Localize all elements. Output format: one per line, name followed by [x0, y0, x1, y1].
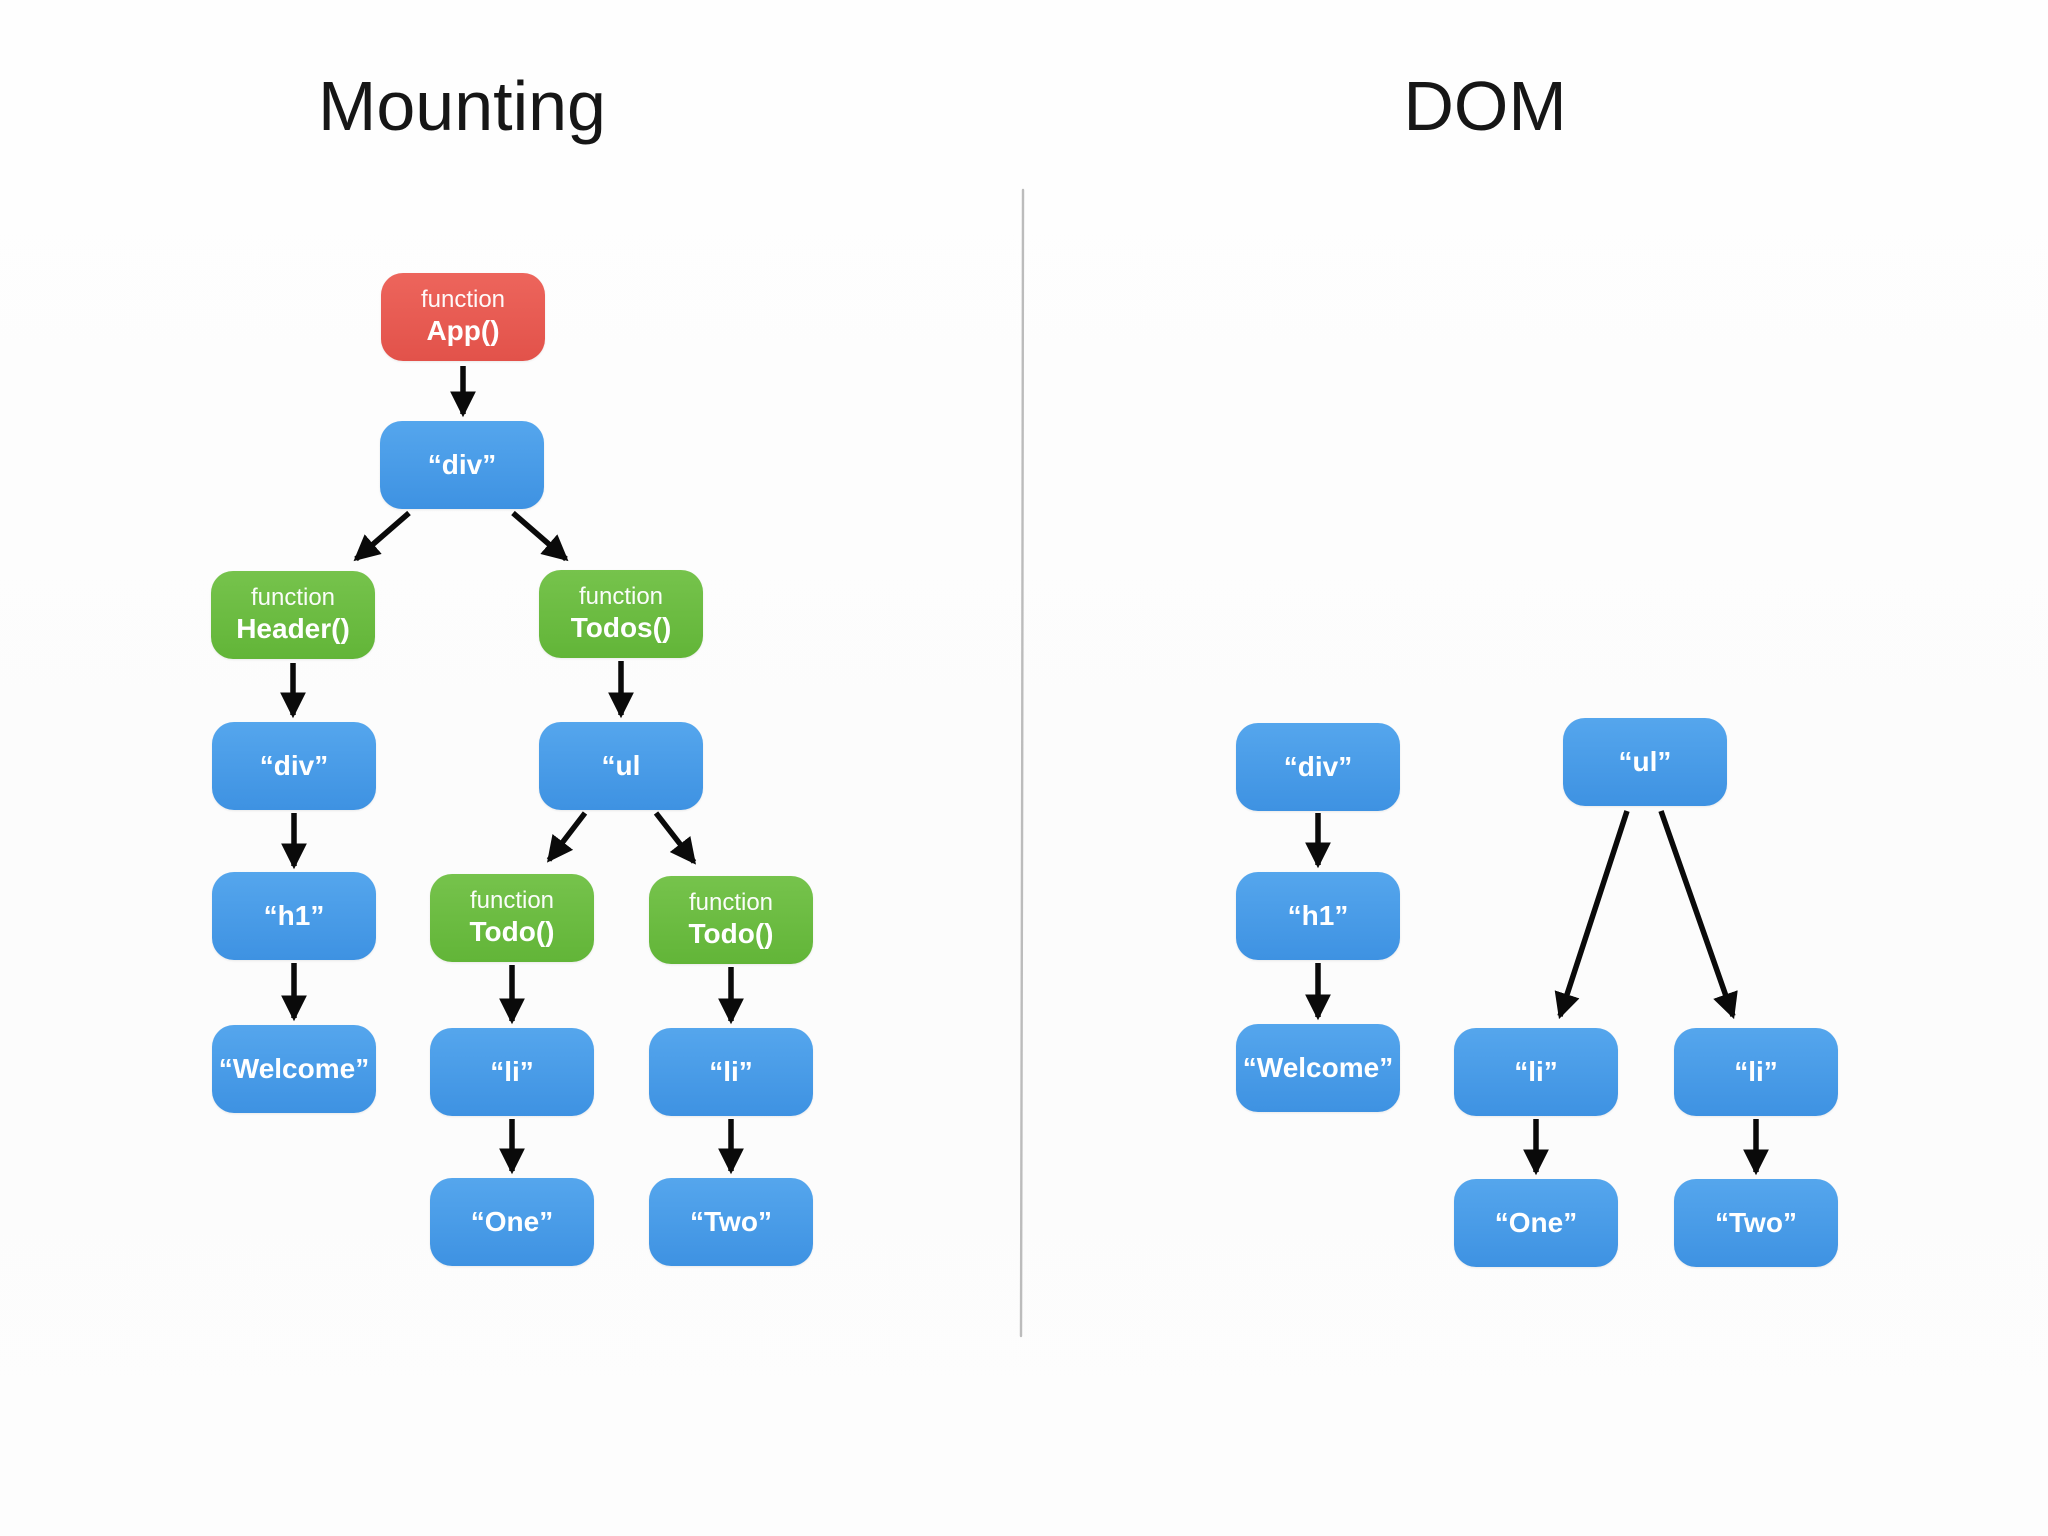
node-label: “ul”: [1618, 745, 1672, 777]
edge-ul-todo1: [546, 811, 588, 863]
node-label: “li”: [490, 1055, 534, 1087]
node-label: “ul: [601, 749, 641, 781]
edge-ul-todo2: [653, 811, 697, 865]
node-label: “Welcome”: [218, 1052, 370, 1084]
node-function-todo-1: function Todo(): [430, 874, 594, 962]
mounting-title: Mounting: [318, 67, 606, 145]
node-welcome: “Welcome”: [212, 1025, 376, 1113]
node-div: “div”: [212, 722, 376, 810]
node-li-2: “li”: [649, 1028, 813, 1116]
node-label: “Two”: [690, 1205, 772, 1237]
dom-edge-ul-li2: [1658, 810, 1738, 1020]
node-label: Header(): [236, 613, 350, 645]
edge-div-header: [353, 510, 411, 562]
node-div-root: “div”: [380, 421, 544, 509]
node-label: function: [250, 583, 336, 611]
node-ul: “ul: [539, 722, 703, 810]
node-label: function: [469, 886, 555, 914]
node-function-app: function App(): [381, 273, 545, 361]
dom-node-ul: “ul”: [1563, 718, 1727, 806]
node-label: Todo(): [688, 918, 774, 950]
node-li-1: “li”: [430, 1028, 594, 1116]
dom-node-welcome: “Welcome”: [1236, 1024, 1400, 1112]
node-two: “Two”: [649, 1178, 813, 1266]
divider-line: [1019, 188, 1025, 1338]
dom-node-h1: “h1”: [1236, 872, 1400, 960]
node-label: Todos(): [570, 612, 672, 644]
node-function-todo-2: function Todo(): [649, 876, 813, 964]
node-function-todos: function Todos(): [539, 570, 703, 658]
node-label: function: [688, 888, 774, 916]
node-label: “One”: [470, 1205, 554, 1237]
node-label: “Two”: [1715, 1206, 1797, 1238]
node-label: “li”: [1514, 1055, 1558, 1087]
dom-node-one: “One”: [1454, 1179, 1618, 1267]
dom-node-div: “div”: [1236, 723, 1400, 811]
node-one: “One”: [430, 1178, 594, 1266]
node-label: “div”: [259, 749, 329, 781]
node-label: “div”: [1283, 750, 1353, 782]
node-label: function: [420, 285, 506, 313]
dom-edge-ul-li1: [1554, 810, 1630, 1020]
dom-title: DOM: [1403, 67, 1567, 145]
node-h1: “h1”: [212, 872, 376, 960]
node-label: “Welcome”: [1242, 1051, 1394, 1083]
node-label: “div”: [427, 448, 497, 480]
edge-div-todos: [511, 510, 569, 562]
dom-node-two: “Two”: [1674, 1179, 1838, 1267]
dom-node-li-1: “li”: [1454, 1028, 1618, 1116]
node-label: “li”: [709, 1055, 753, 1087]
dom-node-li-2: “li”: [1674, 1028, 1838, 1116]
node-label: “One”: [1494, 1206, 1578, 1238]
node-function-header: function Header(): [211, 571, 375, 659]
node-label: Todo(): [469, 916, 555, 948]
node-label: “h1”: [1287, 899, 1349, 931]
node-label: “li”: [1734, 1055, 1778, 1087]
node-label: function: [578, 582, 664, 610]
node-label: “h1”: [263, 899, 325, 931]
node-label: App(): [426, 315, 500, 347]
